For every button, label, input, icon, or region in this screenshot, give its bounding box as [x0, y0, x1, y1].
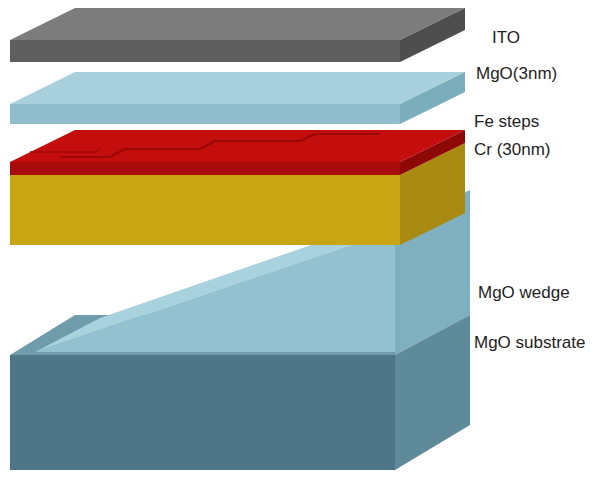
- layer-label: Fe steps: [474, 112, 539, 132]
- fe-steps-slab: [10, 130, 465, 175]
- layer-label: MgO substrate: [474, 333, 586, 353]
- mgo-thin-slab: [10, 72, 465, 124]
- layer-label: MgO wedge: [478, 283, 570, 303]
- ito-slab: [10, 8, 465, 62]
- layer-label: ITO: [492, 28, 520, 48]
- layer-label: Cr (30nm): [474, 140, 551, 160]
- layer-label: MgO(3nm): [476, 64, 557, 84]
